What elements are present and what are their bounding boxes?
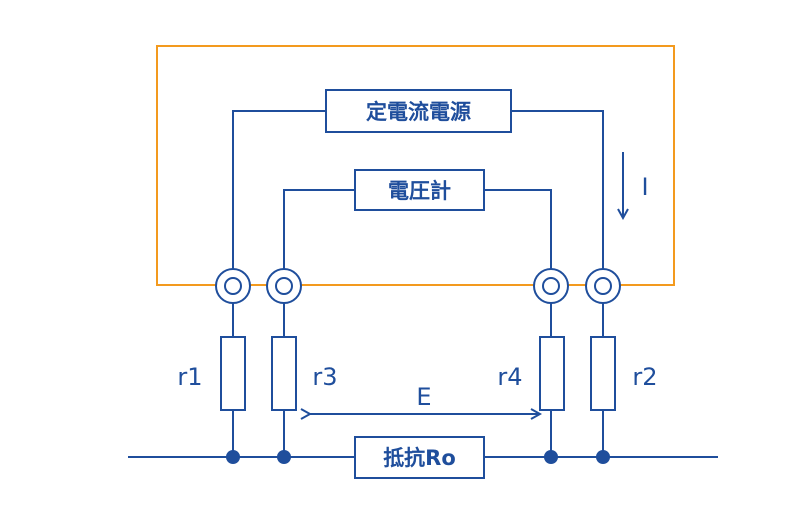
resistor-r3-label: r3 [312,363,337,391]
junction-dot-r4 [544,450,558,464]
current-source-wire-right [511,110,604,269]
junction-dot-r1 [226,450,240,464]
terminal-3 [533,268,569,304]
terminal-inner-ring [594,277,612,295]
voltmeter-box [354,169,485,211]
resistor-r4-label: r4 [497,363,522,391]
resistor-r2-label: r2 [632,363,657,391]
resistor-r1-label: r1 [177,363,202,391]
resistor-under-test-label: 抵抗Ro [383,446,456,470]
terminal-inner-ring [542,277,560,295]
terminal-inner-ring [224,277,242,295]
resistor-r1: r1 [177,336,246,411]
current-label: I [641,173,648,201]
junction-dot-r2 [596,450,610,464]
resistor-r2: r2 [590,336,658,411]
resistor-under-test: 抵抗Ro [354,436,485,479]
terminal-1 [215,268,251,304]
resistor-r1-body [220,336,246,411]
resistor-r3-body [271,336,297,411]
terminal-inner-ring [275,277,293,295]
resistor-r2-body [590,336,616,411]
instrument-frame [156,45,675,286]
voltmeter: 電圧計 [354,169,485,211]
terminal-2 [266,268,302,304]
resistor-r4: r4 [497,336,565,411]
voltage-label: E [416,383,431,411]
current-source-box [325,89,512,133]
terminal-4 [585,268,621,304]
voltmeter-wire-right [484,189,552,269]
voltmeter-wire-left [283,189,355,269]
voltmeter-label: 電圧計 [388,179,451,203]
resistor-r4-body [539,336,565,411]
current-source: 定電流電源 [325,89,512,133]
resistor-r3: r3 [271,336,338,411]
current-source-wire-left [232,110,326,269]
current-source-label: 定電流電源 [366,100,471,124]
resistor-under-test-box [354,436,485,479]
junction-dot-r3 [277,450,291,464]
